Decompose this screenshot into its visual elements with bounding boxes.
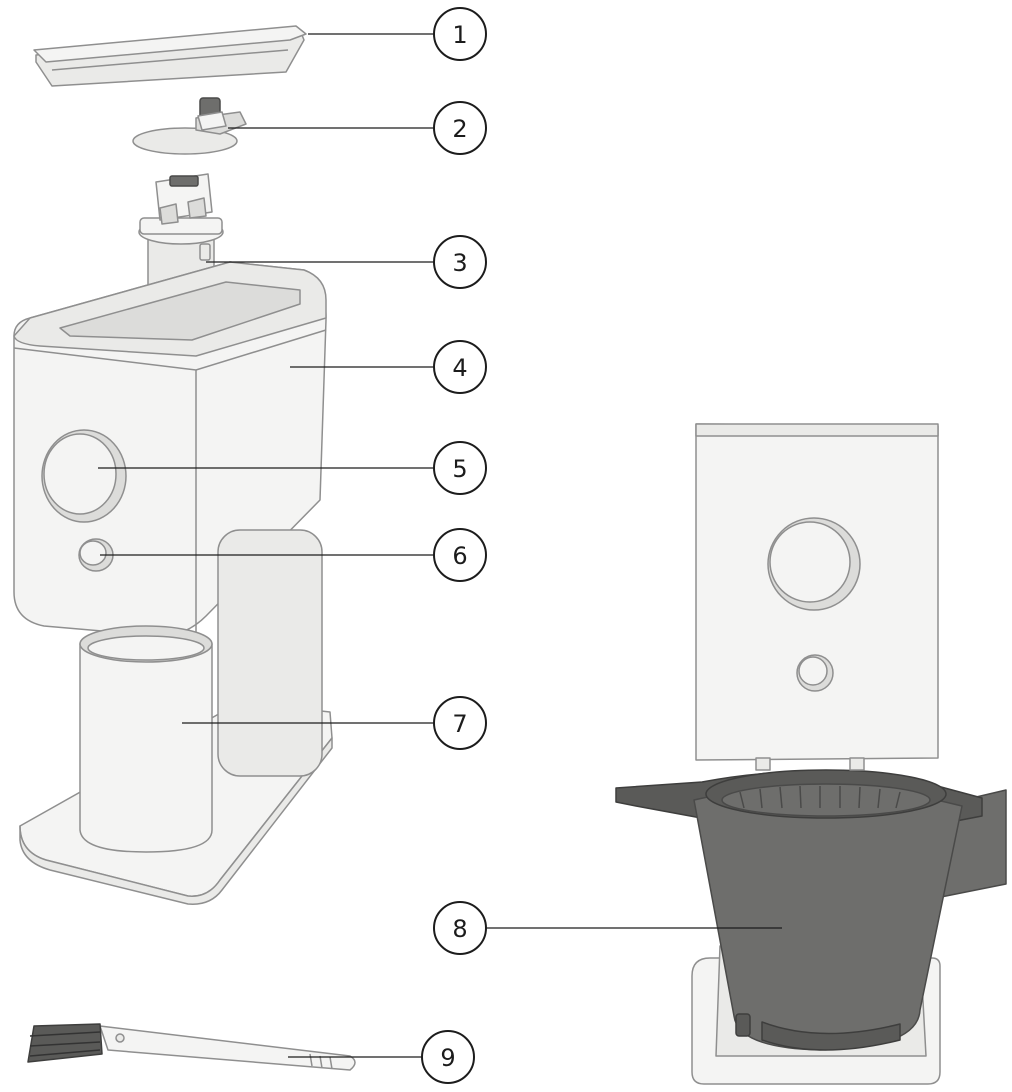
callout-label: 6 [452, 542, 467, 570]
callout-8: 8 [433, 901, 487, 955]
lid-part [33, 25, 307, 87]
callout-label: 7 [452, 710, 467, 738]
callout-6: 6 [433, 528, 487, 582]
callout-5: 5 [433, 441, 487, 495]
cleaning-brush-part [27, 1023, 356, 1071]
callout-label: 4 [452, 354, 467, 382]
grinding-mechanism-part [138, 173, 224, 293]
grounds-cup-part [19, 529, 333, 905]
callout-label: 5 [452, 455, 467, 483]
filter-basket-part [615, 757, 1007, 1051]
callout-label: 9 [440, 1044, 455, 1072]
callout-label: 1 [452, 21, 467, 49]
callout-label: 3 [452, 249, 467, 277]
callout-1: 1 [433, 7, 487, 61]
callout-9: 9 [421, 1030, 475, 1084]
callout-label: 8 [452, 915, 467, 943]
callout-2: 2 [433, 101, 487, 155]
dial-knob-part [41, 429, 127, 523]
callout-4: 4 [433, 340, 487, 394]
callout-7: 7 [433, 696, 487, 750]
callout-label: 2 [452, 115, 467, 143]
callout-3: 3 [433, 235, 487, 289]
burr-dial-part [132, 97, 247, 155]
start-button-part [78, 538, 114, 572]
